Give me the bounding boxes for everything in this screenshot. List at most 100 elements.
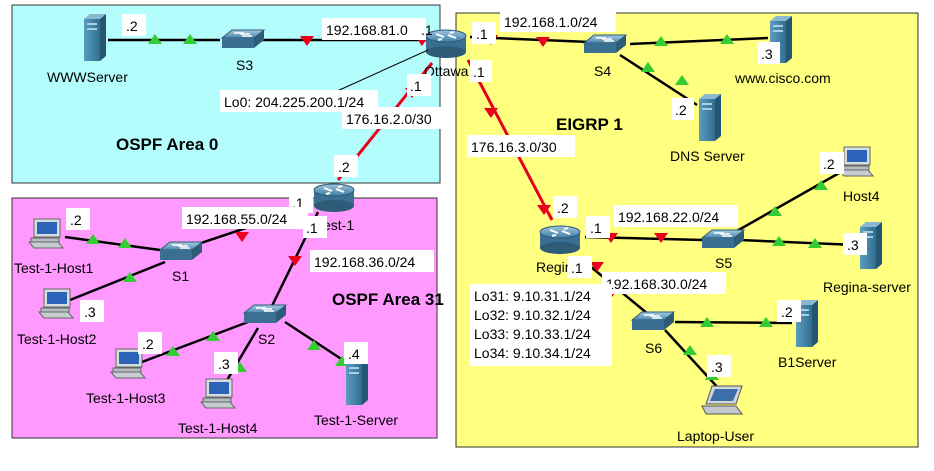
cisco-ip-label: .3 [761, 46, 773, 62]
regina-30-ip-label: .1 [571, 260, 583, 276]
s4-label: S4 [594, 63, 611, 79]
wwwserver-device[interactable] [84, 14, 106, 61]
test1-serial-ip-label: .2 [338, 159, 350, 175]
status-down-marker [590, 262, 604, 272]
status-up-marker [166, 346, 180, 356]
net-36-label: 192.168.36.0/24 [314, 254, 415, 270]
host3-ip-label: .2 [142, 336, 154, 352]
status-up-marker [700, 317, 714, 327]
laptop-ip-label: .3 [711, 359, 723, 375]
ottawa-81-ip-label: .1 [421, 22, 433, 38]
status-down-marker [654, 233, 668, 243]
cisco-label: www.cisco.com [734, 70, 831, 86]
status-up-marker [720, 34, 734, 44]
status-up-marker [654, 36, 668, 46]
host4t-pc[interactable] [200, 378, 236, 409]
test1-55-ip-label: .1 [292, 195, 304, 211]
ottawa-to-regina-ip-label: .1 [473, 64, 485, 80]
host4-label: Host4 [843, 188, 880, 204]
ottawa-1-ip-label: .1 [476, 26, 488, 42]
regina-router[interactable] [539, 225, 581, 254]
s1-label: S1 [172, 268, 189, 284]
test1-36-ip-label: .1 [306, 220, 318, 236]
wwwserver-label: WWWServer [47, 69, 128, 85]
status-up-marker [772, 236, 786, 246]
link-s1-host1 [64, 235, 161, 252]
www-ip-label: .2 [126, 18, 138, 34]
status-up-marker [808, 238, 822, 248]
host4-ip-label: .2 [823, 156, 835, 172]
net-22-label: 192.168.22.0/24 [618, 209, 719, 225]
link-s4-cisco [629, 36, 769, 46]
link-s6-b1server [674, 320, 793, 325]
dns-server[interactable] [699, 94, 721, 141]
s2-label: S2 [258, 331, 275, 347]
s5-label: S5 [715, 255, 732, 271]
b1server-label: B1Server [778, 354, 837, 370]
status-up-marker [123, 272, 137, 282]
lo33-label: Lo33: 9.10.33.1/24 [474, 326, 591, 342]
test1-router[interactable] [313, 183, 355, 212]
host2-pc[interactable] [38, 288, 74, 319]
net-176-2-label: 176.16.2.0/30 [346, 111, 432, 127]
link-s1-host2 [69, 260, 166, 302]
status-up-marker [148, 34, 162, 44]
status-down-marker [537, 205, 551, 215]
link-s4-dns [619, 53, 698, 107]
regina-serial-ip-label: .2 [557, 200, 569, 216]
t1server-ip-label: .4 [348, 346, 360, 362]
host4t-ip-label: .3 [218, 356, 230, 372]
lo0-leader-line [334, 49, 429, 93]
net-176-3-label: 176.16.3.0/30 [471, 139, 557, 155]
lo31-label: Lo31: 9.10.31.1/24 [474, 288, 591, 304]
host4-pc[interactable] [838, 146, 874, 177]
status-up-marker [307, 340, 321, 350]
net-55-label: 192.168.55.0/24 [186, 211, 287, 227]
reginaserver-label: Regina-server [823, 279, 911, 295]
host2-ip-label: .3 [84, 304, 96, 320]
ottawa-router-label: Ottawa [424, 63, 469, 79]
status-up-marker [86, 234, 100, 244]
lo0-label: Lo0: 204.225.200.1/24 [224, 94, 364, 110]
dns-label: DNS Server [670, 148, 745, 164]
s3-label: S3 [236, 57, 253, 73]
host4t-label: Test-1-Host4 [178, 420, 258, 436]
loopback-box [470, 284, 612, 366]
dns-ip-label: .2 [675, 102, 687, 118]
status-up-marker [118, 238, 132, 248]
status-up-marker [675, 75, 689, 85]
eigrp-zone [455, 12, 919, 448]
net-30-label: 192.168.30.0/24 [606, 276, 707, 292]
link-s5-reginaserver [739, 238, 857, 247]
status-down-marker [288, 256, 302, 266]
link-s5-host4 [734, 166, 849, 234]
device-labels: WWWServer S3 S4 www.cisco.com DNS Server… [14, 57, 911, 444]
eigrp-label: EIGRP 1 [556, 115, 623, 134]
status-down-marker [484, 108, 498, 118]
status-up-marker [206, 331, 220, 341]
link-s2-host3 [141, 320, 249, 364]
host1-ip-label: .2 [70, 212, 82, 228]
lo32-label: Lo32: 9.10.32.1/24 [474, 307, 591, 323]
lo34-label: Lo34: 9.10.34.1/24 [474, 345, 591, 361]
regina-22-ip-label: .1 [590, 220, 602, 236]
status-up-marker [759, 317, 773, 327]
host1-pc[interactable] [28, 218, 64, 249]
status-up-marker [814, 180, 828, 190]
host1-label: Test-1-Host1 [14, 260, 94, 276]
t1server-device[interactable] [346, 358, 368, 405]
reginaserver-ip-label: .3 [847, 237, 859, 253]
ottawa-to-test1-ip-label: .1 [410, 78, 422, 94]
ip-labels: .2 192.168.81.0 .1 .1 192.168.1.0/24 .3 … [66, 10, 867, 377]
t1server-label: Test-1-Server [314, 412, 398, 428]
status-up-marker [768, 206, 782, 216]
laptop-label: Laptop-User [677, 428, 754, 444]
net-81-label: 192.168.81.0 [326, 22, 408, 38]
status-down-marker [536, 37, 550, 47]
host2-label: Test-1-Host2 [17, 331, 97, 347]
net-1-label: 192.168.1.0/24 [504, 14, 598, 30]
status-down-marker [300, 36, 314, 46]
s6-label: S6 [645, 340, 662, 356]
status-down-marker [235, 232, 249, 242]
